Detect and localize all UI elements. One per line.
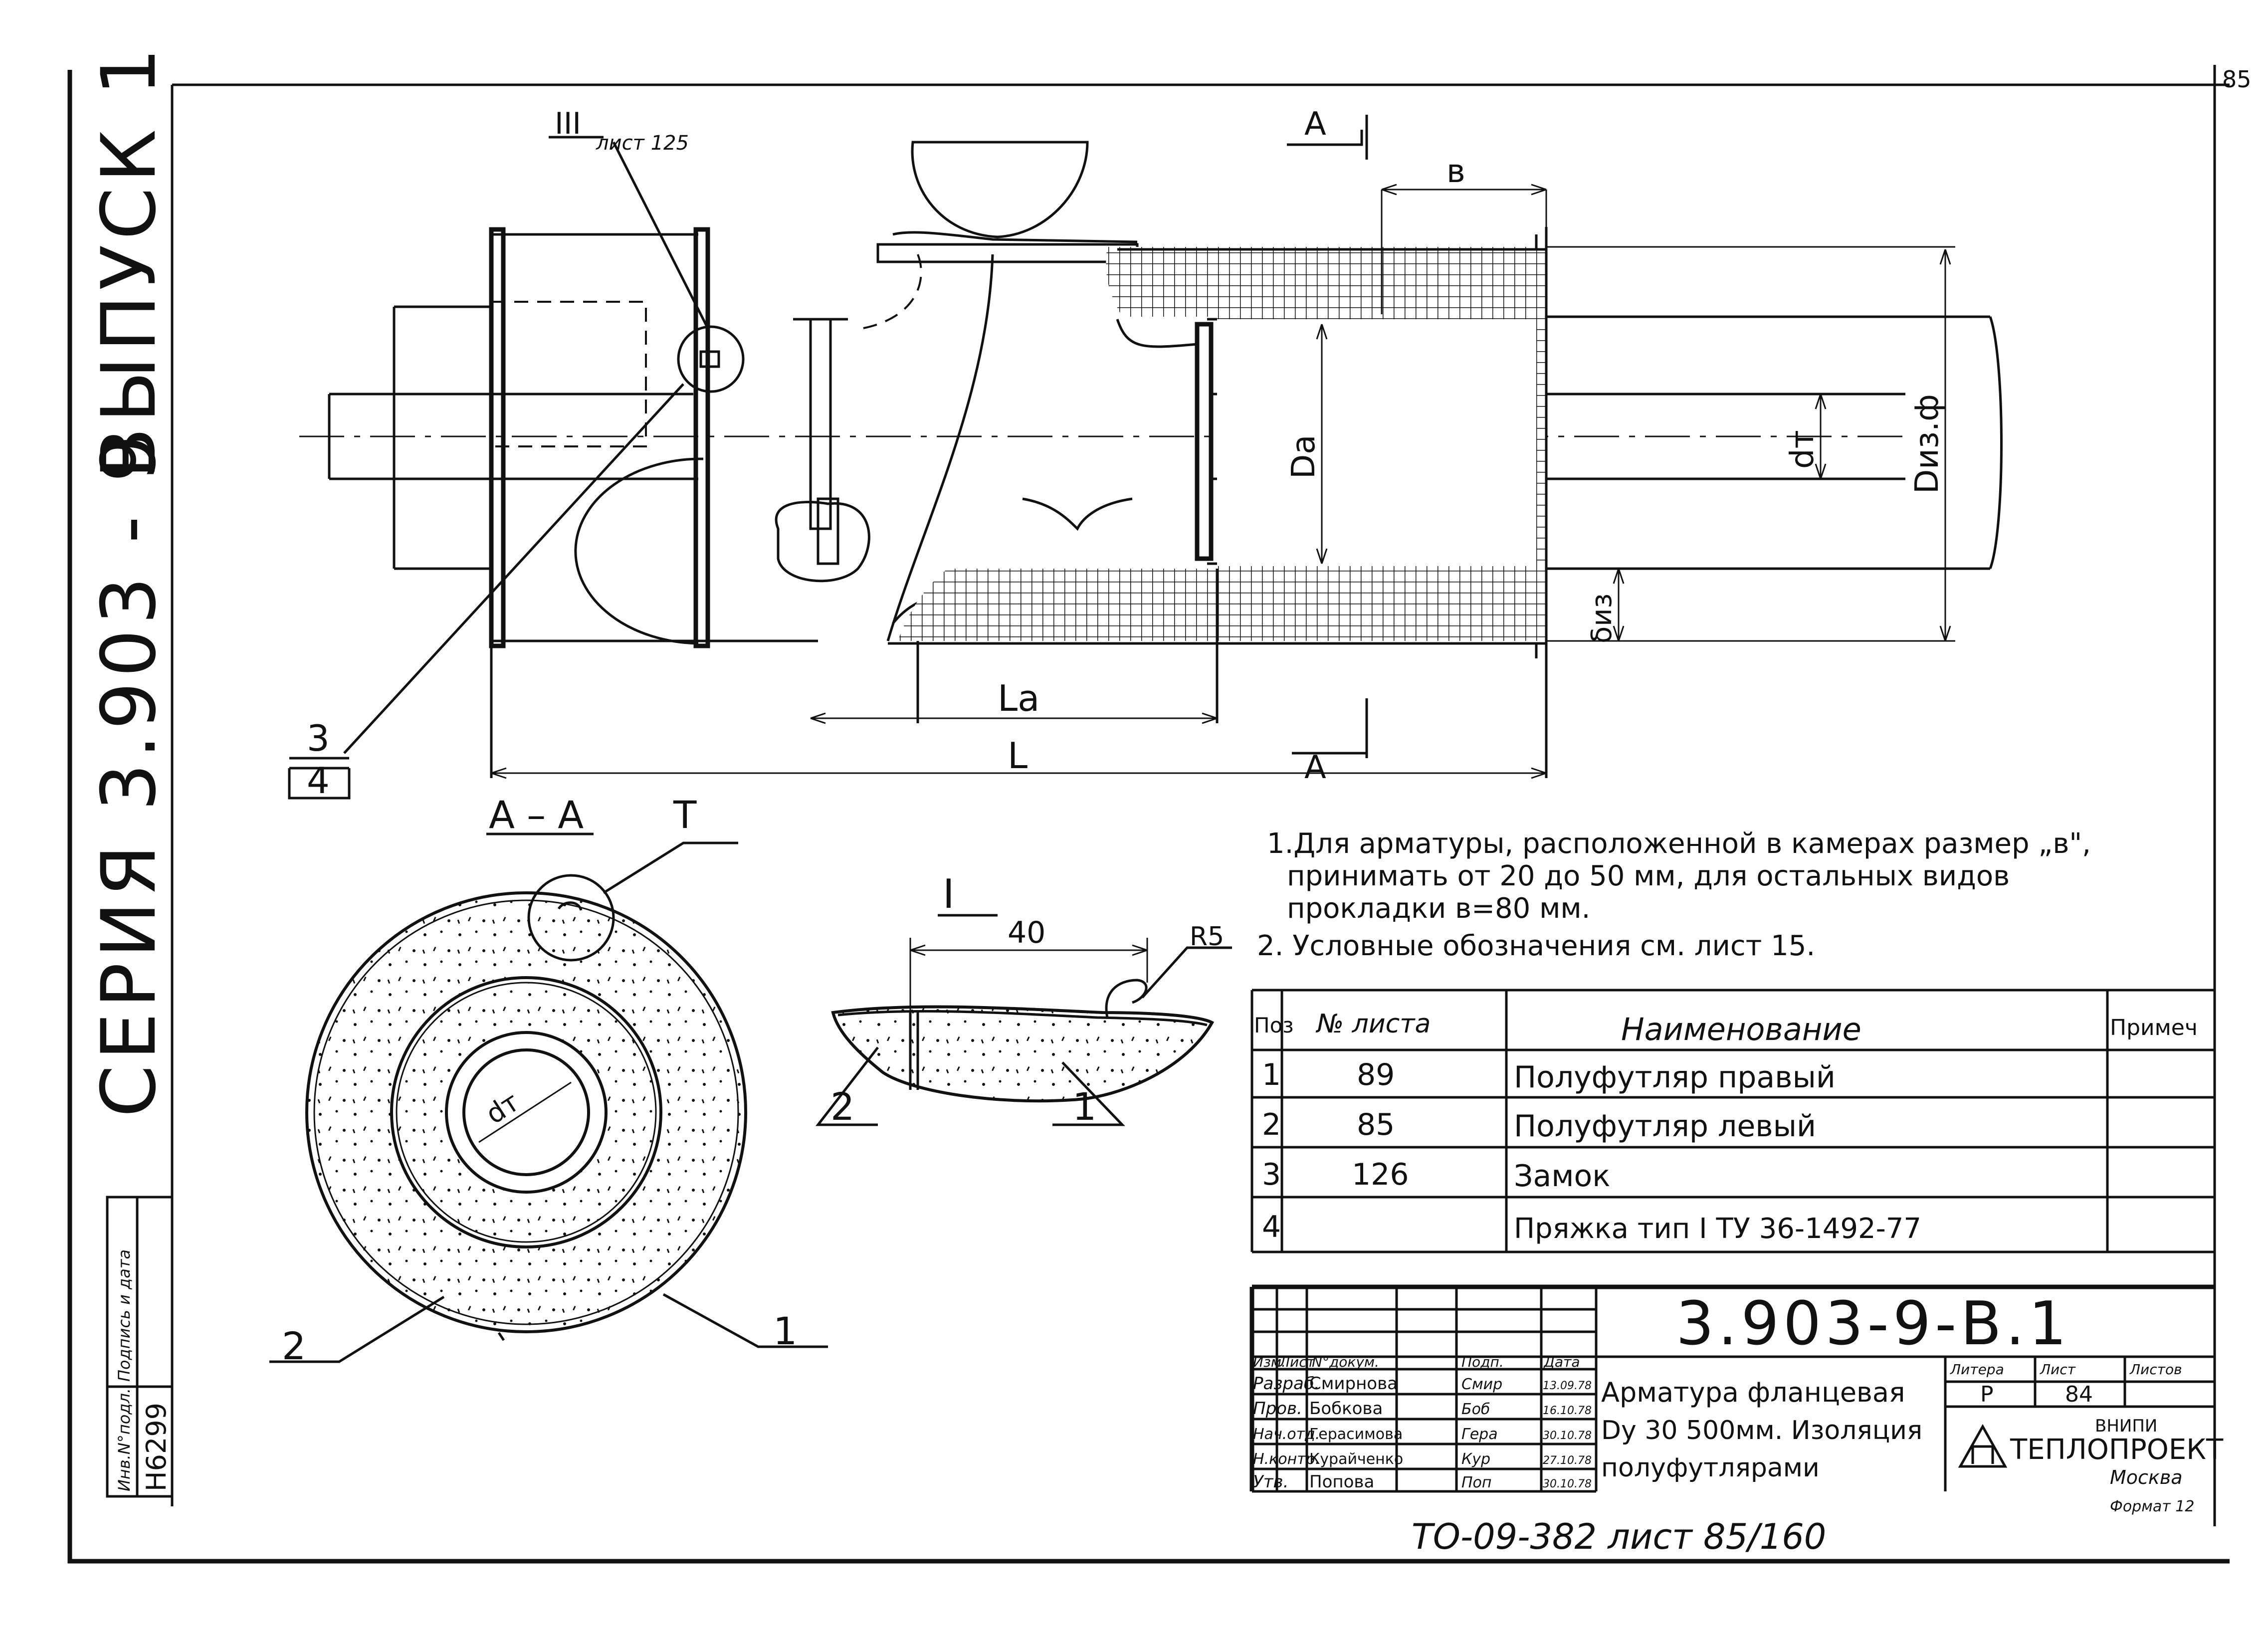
note-line-2: принимать от 20 до 50 мм, для остальных … <box>1287 860 2010 892</box>
dim-d-iz-f: Dиз.ф <box>1909 394 1946 494</box>
note-line-4: 2. Условные обозначения см. лист 15. <box>1257 930 1815 962</box>
series-label: СЕРИЯ 3.903 - 9 <box>86 430 173 1117</box>
spec-row-2-sheet: 85 <box>1357 1107 1395 1142</box>
spec-header-pos: Поз <box>1254 1013 1294 1037</box>
tb-date-4: 27.10.78 <box>1543 1454 1592 1467</box>
tb-role-5: Утв. <box>1253 1472 1288 1492</box>
tb-col-sign: Подп. <box>1461 1354 1504 1370</box>
left-stamp: Инв.N°подл. Подпись и дата Н6299 <box>106 1196 174 1498</box>
tb-sheets-label: Листов <box>2129 1361 2182 1378</box>
left-stamp-sign-label: Подпись и дата <box>115 1249 134 1382</box>
leader-3: 3 <box>307 717 330 759</box>
dim-b: в <box>1446 153 1465 190</box>
detail-pos-1: 1 <box>1072 1084 1096 1129</box>
dim-d-t: dт <box>1784 430 1821 469</box>
tb-col-date: Дата <box>1543 1354 1580 1370</box>
ref-iii-sheet: лист 125 <box>596 132 689 155</box>
tb-col-doc: N°докум. <box>1312 1354 1379 1370</box>
detail-t-marker: Т <box>673 793 697 837</box>
dim-delta-iz: δиз <box>1586 594 1618 643</box>
tb-role-1: Разраб. <box>1253 1374 1320 1394</box>
tb-name-5: Попова <box>1309 1472 1374 1492</box>
issue-label: ВЫПУСК 1 <box>86 43 173 479</box>
section-aa-label: А – А <box>489 793 584 837</box>
tb-name-1: Смирнова <box>1309 1374 1398 1394</box>
org-logo-icon <box>1958 1424 2008 1468</box>
dim-l: L <box>1008 735 1028 777</box>
tb-format: Формат 12 <box>2110 1498 2194 1515</box>
tb-name-4: Курайченко <box>1309 1450 1403 1468</box>
section-pos-1: 1 <box>773 1309 797 1353</box>
note-line-1: 1.Для арматуры, расположенной в камерах … <box>1267 827 2091 860</box>
tb-litera-value: Р <box>1980 1382 1994 1407</box>
spec-row-1-sheet: 89 <box>1357 1057 1395 1092</box>
tb-title-line-2: Dу 30 500мм. Изоляция <box>1601 1416 1922 1445</box>
spec-row-2-name: Полуфутляр левый <box>1514 1109 1816 1144</box>
tb-name-3: Герасимова <box>1309 1426 1403 1443</box>
dim-l-a: Lа <box>998 677 1039 719</box>
tb-org-city: Москва <box>2110 1466 2183 1488</box>
tb-name-2: Бобкова <box>1309 1399 1383 1419</box>
spec-row-4-name: Пряжка тип I ТУ 36-1492-77 <box>1514 1213 1921 1245</box>
spec-header-note: Примеч <box>2110 1015 2198 1040</box>
detail-i <box>815 914 1232 1126</box>
spec-header-sheet: № листа <box>1315 1009 1431 1039</box>
section-aa <box>269 832 828 1363</box>
notes: 1.Для арматуры, расположенной в камерах … <box>1257 827 2091 962</box>
sheet-corner-number: 85 <box>2222 66 2252 93</box>
spec-row-1-name: Полуфутляр правый <box>1514 1060 1836 1095</box>
title-block: Изм. Лист N°докум. Подп. Дата Разраб. См… <box>1249 1284 2215 1493</box>
section-marker-top: А <box>1304 106 1326 143</box>
tb-col-list: Лист <box>1279 1354 1315 1370</box>
detail-i-label: I <box>943 871 955 917</box>
spec-row-2-pos: 2 <box>1262 1107 1281 1142</box>
left-stamp-inv-value: Н6299 <box>141 1403 172 1491</box>
tb-sign-3: Гера <box>1461 1426 1498 1443</box>
tb-title-line-3: полуфутлярами <box>1601 1453 1820 1483</box>
tb-litera-label: Литера <box>1950 1361 2004 1378</box>
tb-role-4: Н.контр. <box>1253 1450 1320 1468</box>
tb-col-izm: Изм. <box>1253 1354 1286 1370</box>
tb-role-3: Нач.отд. <box>1253 1426 1320 1443</box>
tb-title-line-1: Арматура фланцевая <box>1601 1377 1905 1408</box>
detail-i-radius: R5 <box>1190 922 1224 952</box>
spec-row-3-name: Замок <box>1514 1159 1610 1194</box>
spec-row-4-pos: 4 <box>1262 1210 1281 1244</box>
spec-row-1-pos: 1 <box>1262 1057 1281 1092</box>
tb-date-1: 13.09.78 <box>1543 1380 1592 1392</box>
spec-row-3-sheet: 126 <box>1352 1157 1409 1192</box>
tb-sign-5: Поп <box>1461 1474 1492 1491</box>
tb-sheet-label: Лист <box>2040 1361 2076 1378</box>
detail-pos-2: 2 <box>830 1084 854 1129</box>
tb-org-top: ВНИПИ <box>2095 1416 2157 1436</box>
tb-date-5: 30.10.78 <box>1543 1478 1592 1490</box>
spec-table: Поз № листа Наименование Примеч 1 89 Пол… <box>1250 989 2215 1253</box>
bottom-reference: ТО-09-382 лист 85/160 <box>1412 1516 1826 1557</box>
tb-date-2: 16.10.78 <box>1543 1405 1592 1417</box>
detail-i-width: 40 <box>1008 915 1045 950</box>
tb-sign-4: Кур <box>1461 1450 1490 1468</box>
tb-role-2: Пров. <box>1253 1399 1302 1419</box>
spec-row-3-pos: 3 <box>1262 1157 1281 1192</box>
tb-date-3: 30.10.78 <box>1543 1430 1592 1442</box>
dim-d-a: Dа <box>1285 435 1322 479</box>
tb-sign-1: Смир <box>1461 1376 1502 1393</box>
tb-sign-2: Боб <box>1461 1401 1490 1418</box>
ref-iii-label: III <box>555 106 581 141</box>
tb-org-name: ТЕПЛОПРОЕКТ <box>2010 1434 2224 1466</box>
tb-sheet-value: 84 <box>2065 1382 2093 1407</box>
section-pos-2: 2 <box>282 1324 306 1368</box>
left-stamp-inv-label: Инв.N°подл. <box>115 1388 134 1491</box>
leader-4: 4 <box>307 760 330 802</box>
section-marker-bottom: А <box>1304 749 1326 786</box>
spec-header-name: Наименование <box>1621 1011 1861 1047</box>
main-view <box>288 115 2003 800</box>
note-line-3: прокладки в=80 мм. <box>1287 892 1590 925</box>
tb-doc-number: 3.903-9-В.1 <box>1676 1289 2070 1359</box>
